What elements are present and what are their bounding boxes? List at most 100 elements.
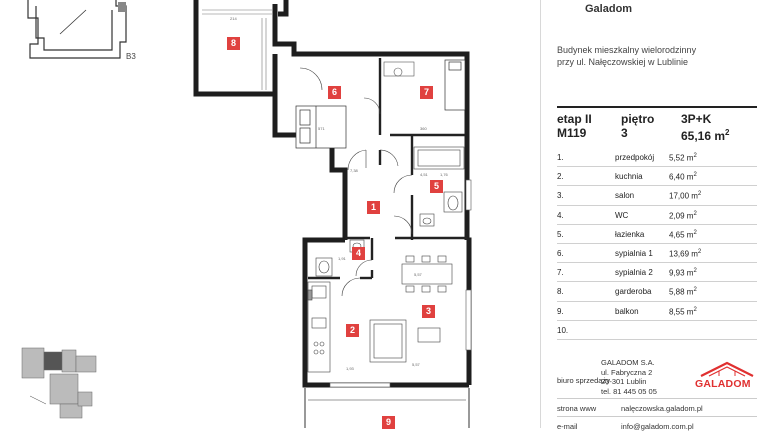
room-name: salon	[615, 191, 635, 201]
door-swings	[299, 67, 413, 297]
room-row: 5. łazienka 4,65 m2	[557, 225, 757, 244]
room-area: 2,09 m2	[669, 211, 697, 221]
room-area: 13,69 m2	[669, 249, 701, 259]
room-area: 8,55 m2	[669, 307, 697, 317]
room-area: 5,88 m2	[669, 287, 697, 297]
room-area-sup: 2	[697, 248, 702, 255]
seller-label: biuro sprzedaży	[557, 376, 610, 385]
type-area-block: 3P+K 65,16 m2	[681, 112, 730, 143]
room-area-sup: 2	[693, 153, 697, 159]
room-area-value: 4,65 m	[669, 230, 694, 240]
room-number: 5.	[557, 229, 564, 239]
room-number: 1.	[557, 153, 564, 162]
room-area-sup: 2	[693, 229, 697, 236]
dim-label: 7,38	[350, 168, 359, 173]
dim-label: 1,91	[338, 256, 347, 261]
email-link[interactable]: info@galadom.com.pl	[621, 422, 694, 431]
room-number: 7.	[557, 268, 564, 278]
unit-type: 3P+K	[681, 112, 712, 126]
room-number: 2.	[557, 172, 564, 182]
room-name: łazienka	[615, 229, 645, 239]
room-area-sup: 2	[693, 172, 697, 179]
dim-label: 1,93	[346, 366, 355, 371]
room-badge-9: 9	[382, 416, 395, 429]
room-area-value: 5,52 m	[669, 153, 694, 163]
wardrobe-shelves	[202, 9, 272, 90]
seller-city: 20-301 Lublin	[601, 377, 647, 386]
room-name: sypialnia 1	[615, 248, 653, 258]
room-area-value: 6,40 m	[669, 172, 694, 182]
floor-plan-drawing: 214 571 360 7,38 4,51 1,76 1,91 5,57 1,9…	[21, 0, 472, 428]
room-area-value: 17,00 m	[669, 192, 698, 202]
room-badge-3: 3	[422, 305, 435, 318]
room-name: balkon	[615, 306, 639, 316]
room-area-sup: 2	[693, 287, 697, 294]
room-name: kuchnia	[615, 172, 643, 182]
seller-name: GALADOM S.A.	[601, 358, 655, 367]
room-area: 9,93 m2	[669, 268, 697, 278]
room-area-sup: 2	[693, 210, 697, 217]
room-row: 9. balkon 8,55 m2	[557, 302, 757, 321]
room-area-sup: 2	[693, 268, 697, 275]
windows	[329, 179, 472, 388]
room-badge-4: 4	[352, 247, 365, 260]
room-area-value: 9,93 m	[669, 268, 694, 278]
room-number: 3.	[557, 191, 564, 201]
bed-2	[444, 59, 466, 111]
seller-address: GALADOM S.A. ul. Fabryczna 2 20-301 Lubl…	[601, 358, 657, 396]
room-area-sup: 2	[693, 306, 697, 313]
room-number: 6.	[557, 248, 564, 258]
dim-label: 4,51	[420, 172, 429, 177]
floor-plan: 214 571 360 7,38 4,51 1,76 1,91 5,57 1,9…	[21, 0, 472, 429]
brand-name: Galadom	[585, 3, 633, 15]
header-rule	[557, 106, 757, 108]
dim-label: 1,76	[440, 172, 449, 177]
room-row: 3. salon 17,00 m2	[557, 186, 757, 206]
website-link[interactable]: nalęczowska.galadom.pl	[621, 404, 703, 413]
room-name: sypialnia 2	[615, 268, 653, 278]
room-area: 6,40 m2	[669, 172, 697, 182]
room-area: 17,00 m2	[669, 191, 701, 201]
desk-7	[383, 61, 415, 77]
floor-number: 3	[621, 126, 628, 140]
walls	[193, 0, 472, 388]
email-row: e-mail info@galadom.com.pl	[557, 416, 757, 435]
bed-1	[295, 105, 347, 149]
unit-area-value: 65,16 m	[681, 129, 726, 143]
room-row: 10.	[557, 321, 757, 340]
unit-area-sup: 2	[725, 128, 730, 137]
unit-area: 65,16 m2	[681, 126, 730, 143]
bathroom-fixtures	[413, 146, 465, 227]
room-area-value: 2,09 m	[669, 211, 694, 221]
room-badge-1: 1	[367, 201, 380, 214]
website-row: strona www nalęczowska.galadom.pl	[557, 398, 757, 417]
unit-header: etap II M119 piętro 3 3P+K 65,16 m2	[557, 112, 753, 144]
info-sheet: Galadom Budynek mieszkalny wielorodzinny…	[540, 0, 760, 431]
room-badge-7: 7	[420, 86, 433, 99]
room-row: 2. kuchnia 6,40 m2	[557, 167, 757, 187]
room-number: 9.	[557, 306, 564, 316]
dim-label: 214	[230, 16, 237, 21]
dimension-labels: 214 571 360 7,38 4,51 1,76 1,91 5,57 1,9…	[230, 16, 449, 371]
dining-table	[401, 255, 453, 293]
seller-street: ul. Fabryczna 2	[601, 367, 653, 377]
email-label: e-mail	[557, 422, 578, 431]
room-badge-5: 5	[430, 180, 443, 193]
room-number: 4.	[557, 210, 564, 220]
seller-phone: tel. 81 445 05 05	[601, 386, 657, 396]
room-badge-6: 6	[328, 86, 341, 99]
logo-roof-icon	[700, 361, 754, 377]
room-area-value: 8,55 m	[669, 307, 694, 317]
unit-number: M119	[557, 126, 587, 140]
logo-text: GALADOM	[695, 378, 751, 390]
website-label: strona www	[557, 404, 597, 413]
room-name: garderoba	[615, 287, 652, 297]
dim-label: 360	[420, 126, 427, 131]
unit-stage-block: etap II M119	[557, 112, 592, 140]
key-plan-bottom	[21, 347, 97, 419]
building-description: Budynek mieszkalny wielorodzinny przy ul…	[557, 44, 757, 68]
room-badge-2: 2	[346, 324, 359, 337]
